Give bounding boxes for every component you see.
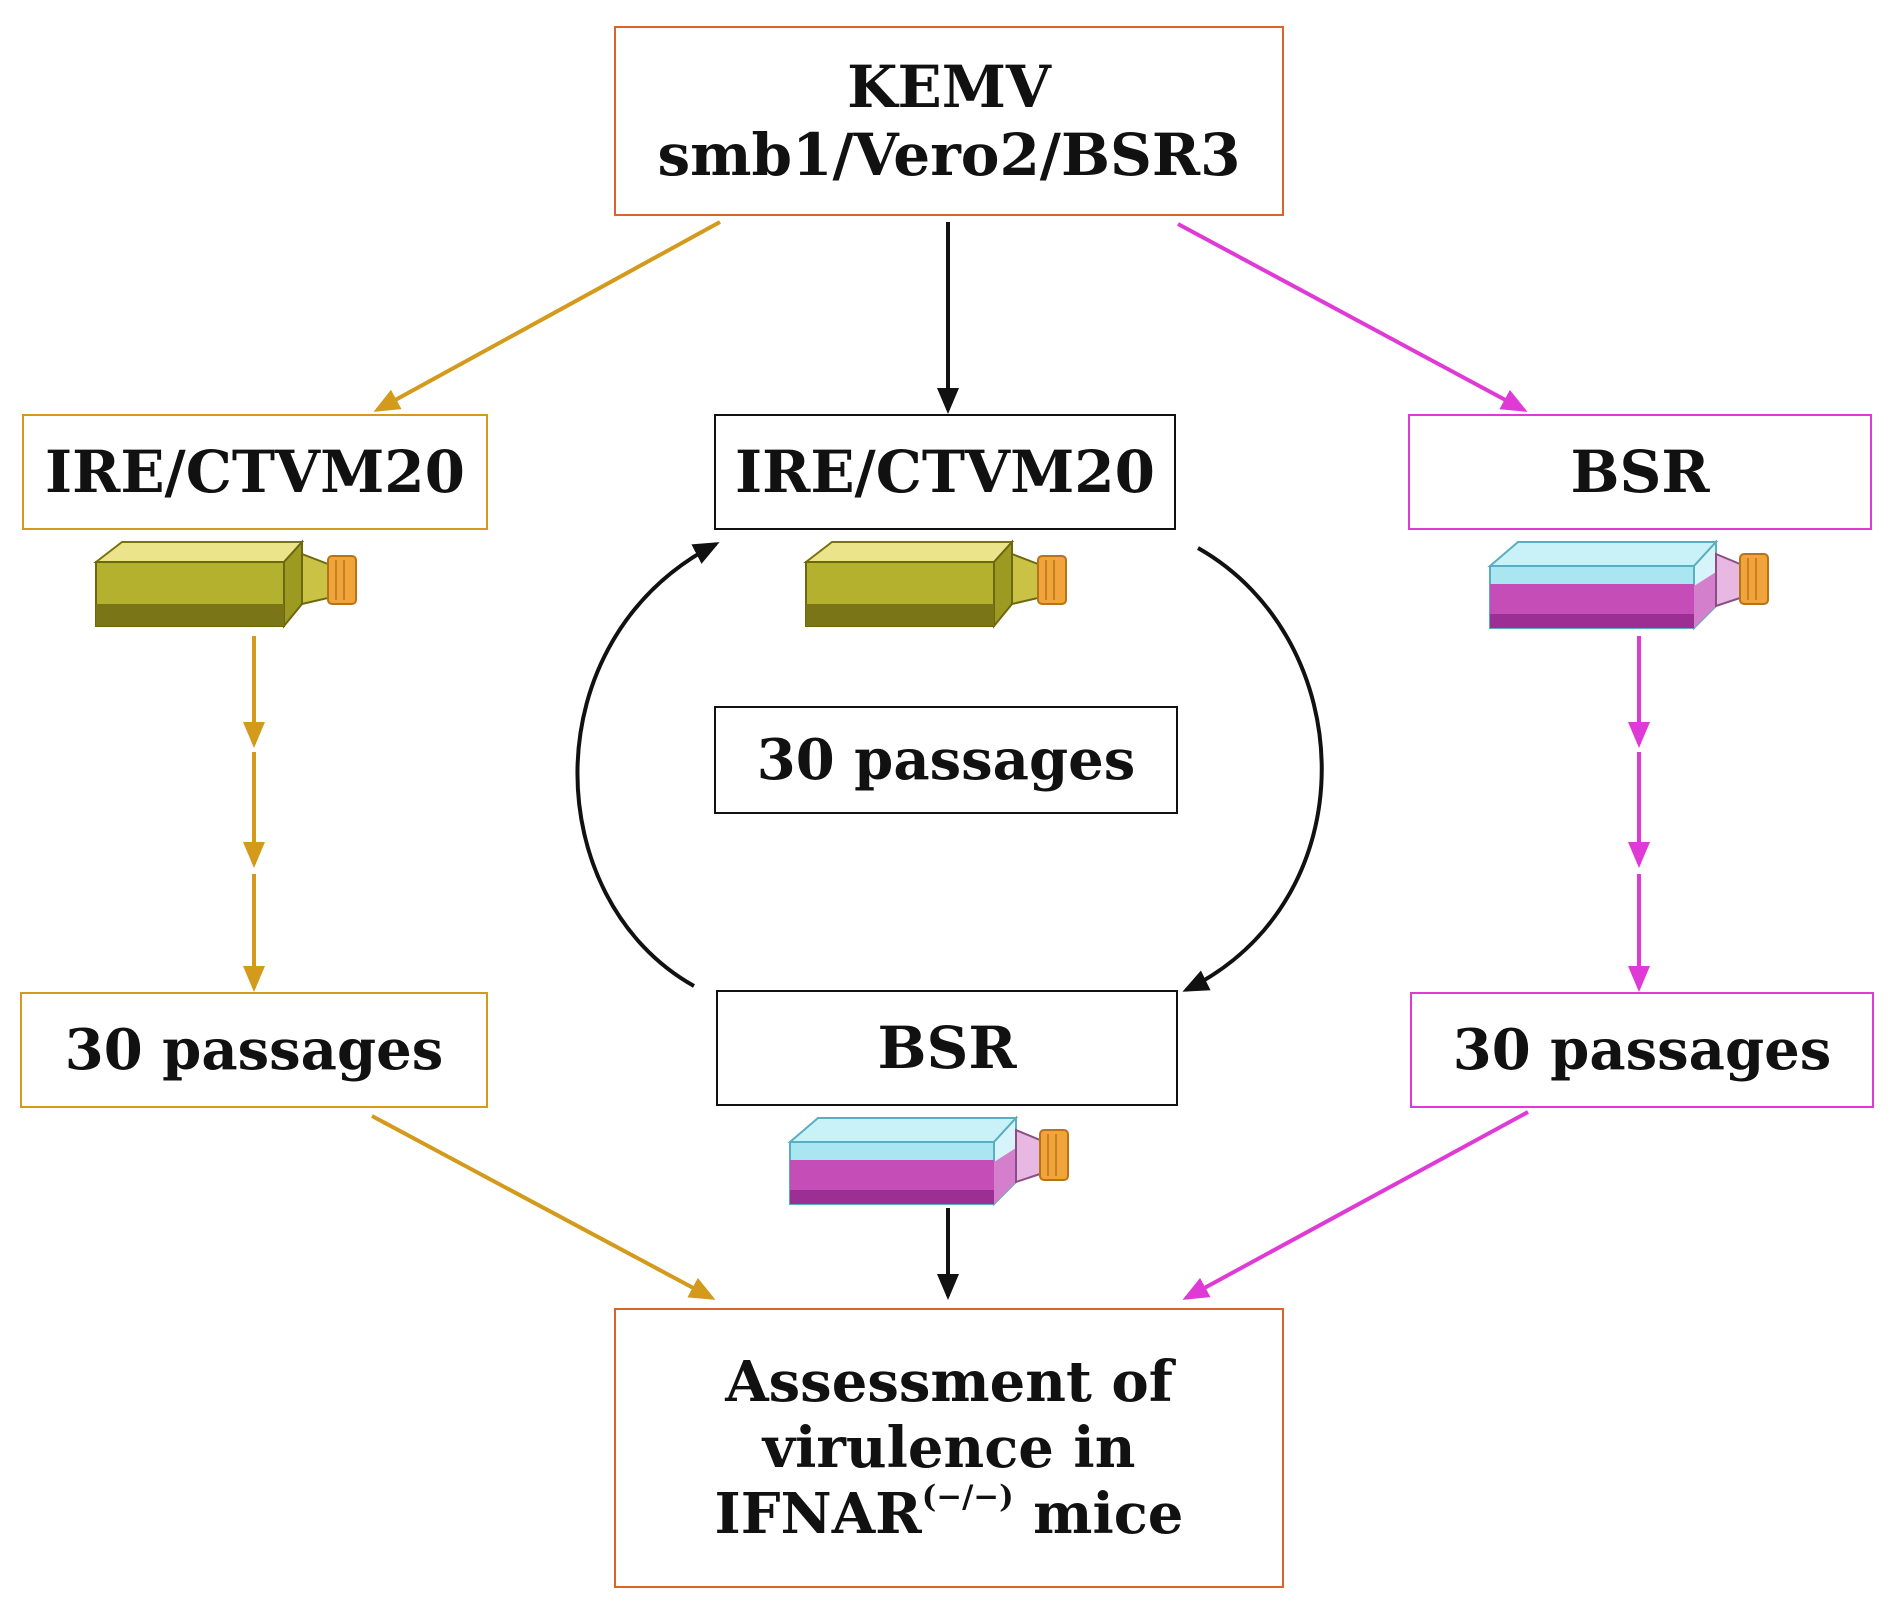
- source-virus-box: KEMV smb1/Vero2/BSR3: [614, 26, 1284, 216]
- right-passages-box: 30 passages: [1410, 992, 1874, 1108]
- genotype-superscript: (−/−): [921, 1478, 1014, 1515]
- mouse-strain-name: IFNAR: [714, 1481, 922, 1548]
- olive-culture-flask-icon: [803, 539, 1067, 629]
- cycle-arrow-right: [1182, 546, 1324, 992]
- assessment-line-2: virulence in: [762, 1414, 1136, 1481]
- center-bottom-cell-line-label: BSR: [877, 1013, 1017, 1082]
- center-passages-label: 30 passages: [756, 726, 1136, 793]
- mice-word: mice: [1013, 1481, 1184, 1548]
- center-bottom-cell-line-box: BSR: [716, 990, 1178, 1106]
- virus-name: KEMV: [847, 52, 1051, 121]
- arrow-right-to-bottom: [1182, 1110, 1529, 1300]
- left-passages-label: 30 passages: [64, 1016, 444, 1083]
- cycle-arrow-left: [575, 542, 720, 988]
- virulence-assessment-box: Assessment of virulence in IFNAR(−/−) mi…: [614, 1308, 1284, 1588]
- center-top-cell-line-box: IRE/CTVM20: [714, 414, 1176, 530]
- assessment-line-3: IFNAR(−/−) mice: [715, 1481, 1184, 1547]
- left-cell-line-box: IRE/CTVM20: [22, 414, 488, 530]
- right-passages-label: 30 passages: [1452, 1016, 1832, 1083]
- center-top-cell-line-label: IRE/CTVM20: [735, 437, 1155, 506]
- right-cell-line-box: BSR: [1408, 414, 1872, 530]
- right-cell-line-label: BSR: [1570, 437, 1710, 506]
- left-cell-line-label: IRE/CTVM20: [45, 437, 465, 506]
- assessment-line-1: Assessment of: [725, 1348, 1173, 1415]
- olive-culture-flask-icon: [93, 539, 357, 629]
- arrow-left-to-bottom: [371, 1114, 716, 1300]
- pink-culture-flask-icon: [787, 1115, 1069, 1207]
- virus-passage-history: smb1/Vero2/BSR3: [657, 121, 1241, 189]
- arrow-top-to-right: [1177, 222, 1528, 412]
- left-passages-box: 30 passages: [20, 992, 488, 1108]
- center-passages-box: 30 passages: [714, 706, 1178, 814]
- arrow-top-to-left: [373, 220, 721, 412]
- pink-culture-flask-icon: [1487, 539, 1769, 631]
